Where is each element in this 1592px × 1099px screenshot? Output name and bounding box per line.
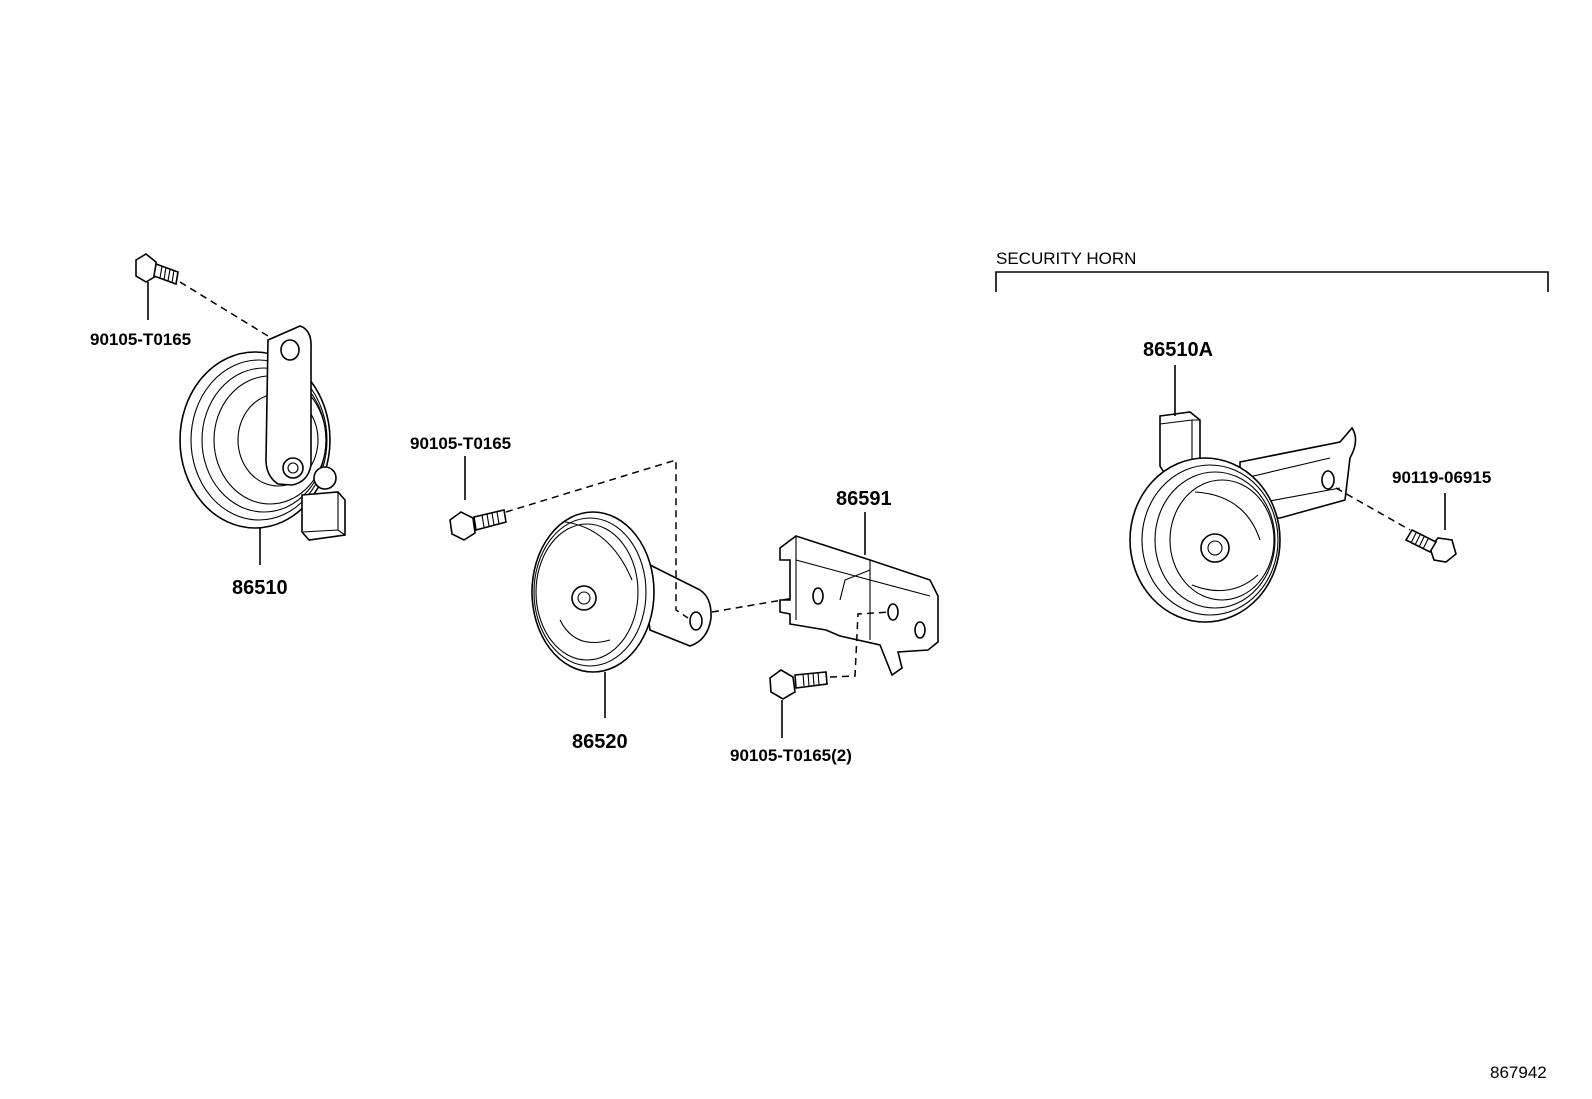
horn-low-bolt-label: 90105-T0165 [410,434,511,453]
connector-icon [301,466,346,541]
horn-86520-icon[interactable] [531,511,655,673]
security-horn-section-title: SECURITY HORN [996,249,1136,268]
security-horn-section-bracket [995,271,1549,292]
bolt-icon[interactable] [449,509,507,541]
bolt-icon[interactable] [135,253,179,286]
horn-86510-icon[interactable] [179,325,346,541]
bracket-label: 86591 [836,488,892,510]
bracket-bolt-label: 90105-T0165(2) [730,746,852,765]
horn-high-bolt-label: 90105-T0165 [90,330,191,349]
bracket-86591-icon[interactable] [779,535,939,677]
bolt-icon[interactable] [769,669,828,700]
figure-reference-number: 867942 [1490,1063,1547,1082]
bolt-icon[interactable] [1404,528,1457,563]
horn-high-label: 86510 [232,577,288,599]
security-horn-86510A-icon[interactable] [1129,411,1357,623]
security-horn-bolt-label: 90119-06915 [1392,468,1491,487]
horn-low-label: 86520 [572,731,628,753]
security-horn-label: 86510A [1143,339,1213,361]
